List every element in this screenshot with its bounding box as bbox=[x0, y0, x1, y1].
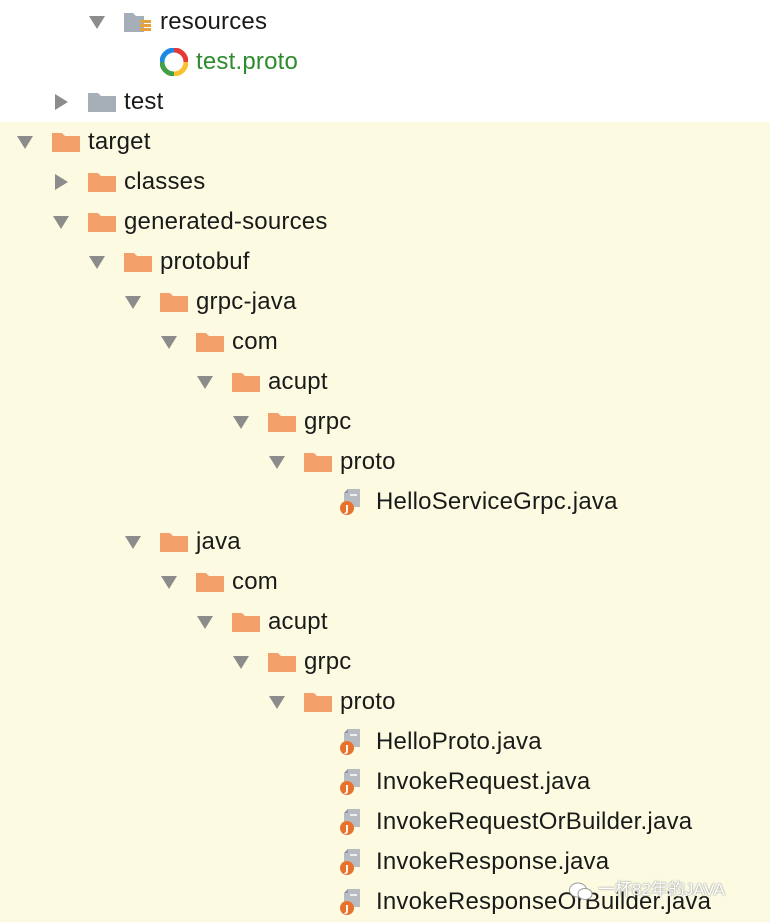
orange-folder-icon bbox=[123, 251, 153, 273]
java-file-icon: J bbox=[338, 767, 368, 797]
orange-folder-icon bbox=[303, 451, 333, 473]
tree-row-label: HelloProto.java bbox=[376, 728, 542, 755]
tree-row-com[interactable]: com bbox=[0, 322, 770, 362]
tree-row-label: test.proto bbox=[196, 48, 299, 75]
tree-row-label: test bbox=[124, 88, 164, 115]
tree-row-label: InvokeRequestOrBuilder.java bbox=[376, 808, 693, 835]
expand-arrow-icon[interactable] bbox=[269, 696, 285, 709]
tree-row-target[interactable]: target bbox=[0, 122, 770, 162]
expand-arrow-icon[interactable] bbox=[17, 136, 33, 149]
watermark: 一杯82年的JAVA bbox=[568, 875, 725, 900]
orange-folder-icon bbox=[267, 651, 297, 673]
orange-folder-icon bbox=[87, 171, 117, 193]
orange-folder-icon bbox=[87, 211, 117, 233]
expand-arrow-icon[interactable] bbox=[197, 376, 213, 389]
tree-row-grpc[interactable]: grpc bbox=[0, 642, 770, 682]
java-file-icon: J bbox=[338, 727, 368, 757]
orange-folder-icon bbox=[267, 411, 297, 433]
orange-folder-icon bbox=[231, 611, 261, 633]
tree-row-java-file[interactable]: J HelloProto.java bbox=[0, 722, 770, 762]
tree-row-classes[interactable]: classes bbox=[0, 162, 770, 202]
expand-arrow-icon[interactable] bbox=[269, 456, 285, 469]
svg-text:J: J bbox=[344, 744, 349, 755]
svg-text:J: J bbox=[344, 824, 349, 835]
tree-row-java[interactable]: java bbox=[0, 522, 770, 562]
tree-row-test[interactable]: test bbox=[0, 82, 770, 122]
tree-row-acupt[interactable]: acupt bbox=[0, 602, 770, 642]
expand-arrow-icon[interactable] bbox=[89, 16, 105, 29]
tree-row-label: grpc bbox=[304, 408, 352, 435]
tree-row-generated-sources[interactable]: generated-sources bbox=[0, 202, 770, 242]
tree-row-java-file[interactable]: J InvokeRequest.java bbox=[0, 762, 770, 802]
proto-file-icon bbox=[159, 47, 189, 77]
tree-row-proto[interactable]: proto bbox=[0, 442, 770, 482]
tree-row-resources[interactable]: resources bbox=[0, 2, 770, 42]
tree-row-label: HelloServiceGrpc.java bbox=[376, 488, 618, 515]
tree-row-label: java bbox=[196, 528, 241, 555]
tree-row-label: protobuf bbox=[160, 248, 250, 275]
orange-folder-icon bbox=[195, 331, 225, 353]
java-file-icon: J bbox=[338, 487, 368, 517]
expand-arrow-icon[interactable] bbox=[233, 656, 249, 669]
tree-row-proto[interactable]: proto bbox=[0, 682, 770, 722]
tree-row-acupt[interactable]: acupt bbox=[0, 362, 770, 402]
tree-row-label: InvokeResponseOrBuilder.java bbox=[376, 888, 712, 915]
tree-row-test-proto[interactable]: test.proto bbox=[0, 42, 770, 82]
resources-folder-icon bbox=[123, 11, 153, 33]
tree-row-java-file[interactable]: J InvokeResponseOrBuilder.java bbox=[0, 882, 770, 922]
orange-folder-icon bbox=[159, 531, 189, 553]
expand-arrow-icon[interactable] bbox=[161, 576, 177, 589]
svg-text:J: J bbox=[344, 904, 349, 915]
tree-row-label: grpc bbox=[304, 648, 352, 675]
expand-arrow-icon[interactable] bbox=[53, 216, 69, 229]
expand-arrow-icon[interactable] bbox=[89, 256, 105, 269]
tree-row-java-file[interactable]: J InvokeRequestOrBuilder.java bbox=[0, 802, 770, 842]
expand-arrow-icon[interactable] bbox=[197, 616, 213, 629]
tree-row-label: acupt bbox=[268, 608, 328, 635]
tree-row-grpc-java[interactable]: grpc-java bbox=[0, 282, 770, 322]
tree-row-label: proto bbox=[340, 688, 396, 715]
collapse-arrow-icon[interactable] bbox=[55, 94, 68, 110]
gray-folder-icon bbox=[87, 91, 117, 113]
wechat-icon bbox=[569, 882, 593, 900]
tree-row-label: proto bbox=[340, 448, 396, 475]
tree-row-protobuf[interactable]: protobuf bbox=[0, 242, 770, 282]
expand-arrow-icon[interactable] bbox=[125, 536, 141, 549]
tree-row-java-file[interactable]: J InvokeResponse.java bbox=[0, 842, 770, 882]
orange-folder-icon bbox=[159, 291, 189, 313]
tree-row-label: resources bbox=[160, 8, 268, 35]
tree-row-label: classes bbox=[124, 168, 206, 195]
java-file-icon: J bbox=[338, 847, 368, 877]
tree-row-label: generated-sources bbox=[124, 208, 328, 235]
watermark-text: 一杯82年的JAVA bbox=[598, 880, 725, 899]
tree-row-com[interactable]: com bbox=[0, 562, 770, 602]
collapse-arrow-icon[interactable] bbox=[55, 174, 68, 190]
tree-row-label: com bbox=[232, 568, 278, 595]
svg-text:J: J bbox=[344, 864, 349, 875]
tree-row-label: acupt bbox=[268, 368, 328, 395]
tree-row-label: com bbox=[232, 328, 278, 355]
orange-folder-icon bbox=[303, 691, 333, 713]
tree-row-label: InvokeResponse.java bbox=[376, 848, 610, 875]
java-file-icon: J bbox=[338, 807, 368, 837]
tree-row-java-file[interactable]: J HelloServiceGrpc.java bbox=[0, 482, 770, 522]
java-file-icon: J bbox=[338, 887, 368, 917]
tree-row-label: target bbox=[88, 128, 151, 155]
tree-row-label: InvokeRequest.java bbox=[376, 768, 591, 795]
expand-arrow-icon[interactable] bbox=[125, 296, 141, 309]
tree-row-label: grpc-java bbox=[196, 288, 297, 315]
expand-arrow-icon[interactable] bbox=[233, 416, 249, 429]
tree-row-grpc[interactable]: grpc bbox=[0, 402, 770, 442]
orange-folder-icon bbox=[195, 571, 225, 593]
svg-text:J: J bbox=[344, 504, 349, 515]
orange-folder-icon bbox=[231, 371, 261, 393]
svg-text:J: J bbox=[344, 784, 349, 795]
orange-folder-icon bbox=[51, 131, 81, 153]
expand-arrow-icon[interactable] bbox=[161, 336, 177, 349]
